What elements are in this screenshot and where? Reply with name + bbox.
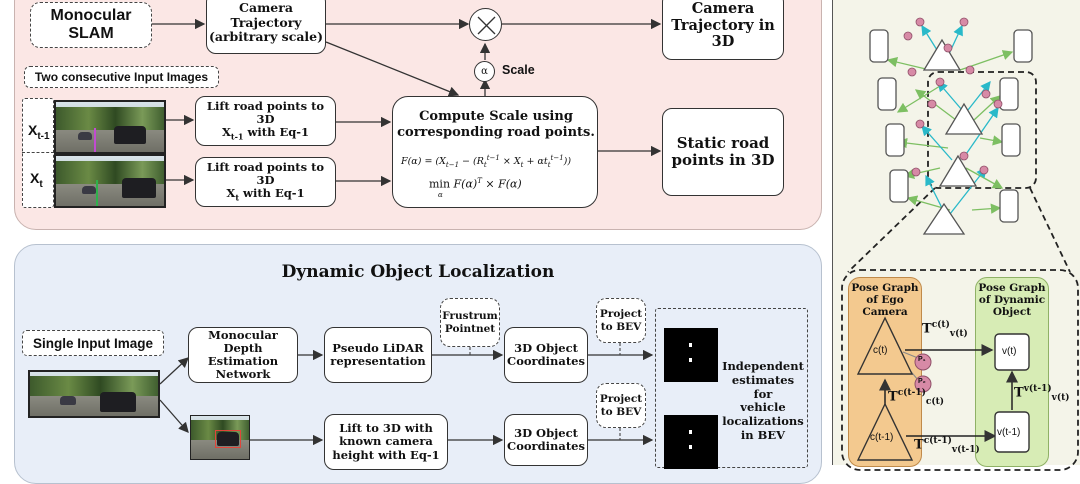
node-c-t1: c(t-1)	[870, 432, 894, 443]
mono-depth-line-3: Network	[215, 367, 271, 382]
scale-formula-2: min F(α)T × F(α)	[429, 177, 522, 191]
lift-road-points-curr-box: Lift road points to 3D Xt with Eq-1	[195, 157, 336, 207]
detection-photo	[190, 415, 250, 460]
camera-trajectory-line-2: Trajectory	[230, 14, 302, 30]
lift-road-points-prev-box: Lift road points to 3D Xt-1 with Eq-1	[195, 96, 336, 146]
frame-divider	[22, 152, 54, 153]
frustum-pointnet-box: Frustrum Pointnet	[440, 298, 500, 347]
point-p1: P₁	[918, 356, 926, 363]
scale-label: Scale	[502, 63, 535, 77]
obj-coords-1-line-2: Coordinates	[507, 354, 585, 368]
dynamic-object-title: Pose Graph of Dynamic Object	[975, 282, 1049, 318]
consecutive-images-label-box: Two consecutive Input Images	[24, 66, 219, 88]
mono-depth-network-box: Monocular Depth Estimation Network	[188, 327, 298, 383]
independent-estimates-text: Independent estimates for vehicle locali…	[722, 359, 804, 443]
dyn-title-line-2: of Dynamic	[978, 294, 1046, 307]
frustum-line-2: Pointnet	[444, 322, 496, 335]
camera-trajectory-arbitrary-box: Camera Trajectory (arbitrary scale)	[206, 0, 326, 54]
project-bev-1-line-2: to BEV	[600, 320, 642, 333]
input-image-prev	[54, 100, 166, 154]
frame-labels-box	[22, 98, 54, 208]
transform-ct1-ct: Tc(t-1)c(t)	[888, 388, 944, 407]
single-input-photo	[28, 370, 160, 418]
static-road-line-1: Static road	[676, 133, 770, 152]
lift-prev-line-2: Xt-1 with Eq-1	[221, 125, 310, 142]
independent-line-5: in BEV	[740, 427, 786, 442]
node-v-t: v(t)	[1002, 346, 1017, 357]
object-coordinates-box-1: 3D Object Coordinates	[504, 327, 588, 383]
independent-line-2: estimates for	[731, 372, 795, 401]
project-to-bev-box-1: Project to BEV	[596, 298, 646, 343]
project-bev-1-line-1: Project	[599, 308, 643, 321]
pose-graph-drawing	[841, 17, 1079, 471]
connector-arrows	[152, 18, 662, 446]
dyn-title-line-3: Object	[992, 306, 1032, 319]
node-v-t1: v(t-1)	[997, 427, 1021, 438]
frame-curr-label: Xt	[30, 170, 43, 190]
monocular-slam-label: Monocular SLAM	[50, 6, 132, 42]
single-input-image-box: Single Input Image	[22, 330, 164, 356]
scale-alpha-node: α	[474, 61, 495, 82]
camera-trajectory-3d-line-1: Camera	[691, 0, 755, 17]
transform-ct-vt: Tc(t)v(t)	[922, 320, 968, 339]
frustum-line-1: Frustrum	[442, 310, 498, 323]
pseudo-lidar-box: Pseudo LiDAR representation	[324, 327, 432, 383]
camera-trajectory-line-1: Camera	[239, 0, 293, 16]
consecutive-images-label: Two consecutive Input Images	[34, 70, 209, 84]
lift-curr-line-2: Xt with Eq-1	[226, 186, 305, 203]
scale-formula-1: F(α) = (Xt−1 − (Rtt−1 × Xt + αttt−1))	[401, 154, 572, 170]
dyn-title-line-1: Pose Graph	[978, 282, 1046, 294]
single-input-image-label: Single Input Image	[32, 335, 153, 351]
compute-scale-title-2: corresponding road points.	[397, 125, 595, 140]
independent-line-4: localizations	[722, 414, 804, 429]
transform-ct1-vt1: Tc(t-1)v(t-1)	[914, 436, 980, 455]
project-bev-2-line-1: Project	[599, 393, 643, 406]
object-coordinates-box-2: 3D Object Coordinates	[504, 414, 588, 466]
obj-coords-2-line-2: Coordinates	[507, 439, 585, 453]
ego-title-line-3: Camera	[862, 306, 908, 319]
lift-known-line-1: Lift to 3D with	[339, 421, 433, 436]
transform-vt1-vt: Tv(t-1)v(t)	[1014, 384, 1070, 403]
obj-coords-2-line-1: 3D Object	[514, 425, 578, 440]
lift-curr-line-1: Lift road points to 3D	[206, 160, 325, 188]
ego-camera-title: Pose Graph of Ego Camera	[848, 282, 922, 318]
lift-known-line-3: height with Eq-1	[332, 447, 440, 462]
camera-trajectory-3d-box: Camera Trajectory in 3D	[662, 0, 784, 60]
dynamic-localization-title: Dynamic Object Localization	[281, 262, 555, 282]
scale-formula-2-sub: α	[438, 191, 443, 199]
monocular-slam-box: Monocular SLAM	[30, 2, 152, 48]
static-road-line-2: points in 3D	[671, 151, 775, 169]
frame-curr-subscript: t	[39, 178, 43, 190]
compute-scale-title-1: Compute Scale using	[419, 109, 573, 124]
compute-scale-box: Compute Scale using corresponding road p…	[392, 96, 598, 208]
project-to-bev-box-2: Project to BEV	[596, 383, 646, 428]
static-road-points-box: Static road points in 3D	[662, 108, 784, 196]
camera-trajectory-3d-line-3: 3D	[711, 33, 735, 51]
multiply-node	[469, 8, 502, 41]
project-bev-2-line-2: to BEV	[600, 405, 642, 418]
point-p2: P₂	[918, 378, 926, 385]
obj-coords-1-line-1: 3D Object	[514, 340, 578, 355]
bev-map-1	[664, 328, 718, 382]
lift-prev-line-1: Lift road points to 3D	[206, 99, 325, 127]
scale-alpha-symbol: α	[481, 66, 488, 77]
pseudo-lidar-line-2: representation	[330, 354, 426, 368]
lift-known-line-2: known camera	[339, 434, 433, 449]
camera-trajectory-3d-line-2: Trajectory in	[671, 16, 775, 34]
pseudo-lidar-line-1: Pseudo LiDAR	[332, 340, 424, 355]
input-image-curr	[54, 154, 166, 208]
camera-trajectory-line-3: (arbitrary scale)	[208, 29, 324, 45]
mono-depth-line-1: Monocular Depth	[208, 327, 278, 355]
pose-graph-detail	[856, 316, 1030, 461]
node-c-t: c(t)	[873, 345, 888, 356]
independent-line-1: Independent	[722, 359, 804, 373]
ego-title-line-2: of Ego	[866, 294, 904, 307]
frame-prev-label: Xt-1	[28, 122, 50, 142]
frame-prev-subscript: t-1	[37, 130, 50, 142]
ego-title-line-1: Pose Graph	[851, 282, 919, 294]
mono-depth-line-2: Estimation	[207, 354, 279, 368]
independent-line-3: vehicle	[740, 400, 786, 415]
